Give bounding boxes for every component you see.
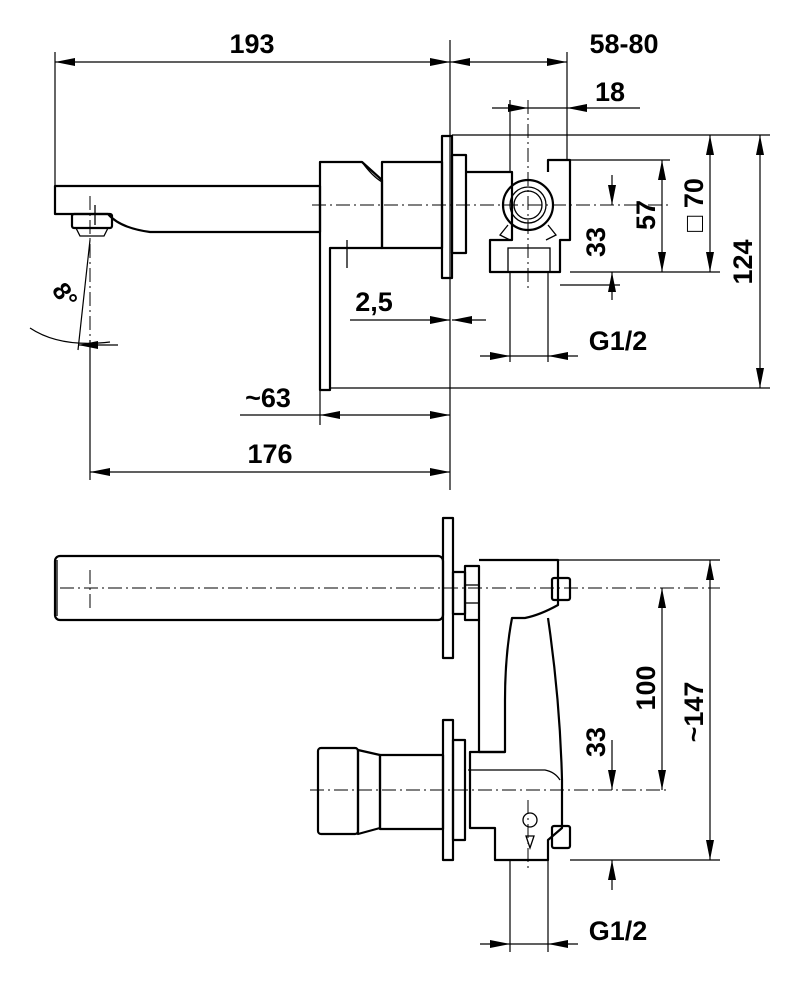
dim-square-70: □ 70 (679, 178, 709, 232)
dim-plate-gap: 2,5 (355, 287, 393, 317)
dim-height-124: 124 (728, 239, 758, 284)
dim-lever-depth: ~63 (245, 383, 291, 413)
mixer-body-side (318, 160, 444, 392)
dim-spout-angle: 8° (46, 278, 83, 314)
center-lines-upper (89, 100, 670, 340)
dim-wall-depth: 58-80 (589, 29, 658, 59)
dimension-lines-lower (480, 560, 714, 948)
upper-view: 193 58-80 18 33 57 □ 70 124 2,5 G1/2 ~63… (29, 29, 770, 490)
dim-thread-upper: G1/2 (589, 326, 648, 356)
extension-lines-lower (509, 559, 720, 952)
wall-box-side (440, 134, 572, 280)
dim-offset: 18 (595, 77, 625, 107)
dim-height-57: 57 (631, 200, 661, 230)
lower-view: 100 ~147 33 G1/2 (53, 516, 720, 952)
dim-spout-length: 193 (229, 29, 274, 59)
spout-side (53, 184, 322, 237)
center-lines-lower (60, 570, 720, 870)
dim-outlet-reach: 176 (247, 439, 292, 469)
dim-total-height: ~147 (679, 682, 709, 743)
wall-box-top (468, 558, 572, 862)
dim-height-33-lower: 33 (581, 727, 611, 757)
dim-thread-lower: G1/2 (589, 916, 648, 946)
extension-lines-upper (54, 40, 770, 490)
dim-height-33-upper: 33 (581, 227, 611, 257)
dimension-lines-upper (29, 58, 764, 476)
dim-centers-100: 100 (631, 665, 661, 710)
